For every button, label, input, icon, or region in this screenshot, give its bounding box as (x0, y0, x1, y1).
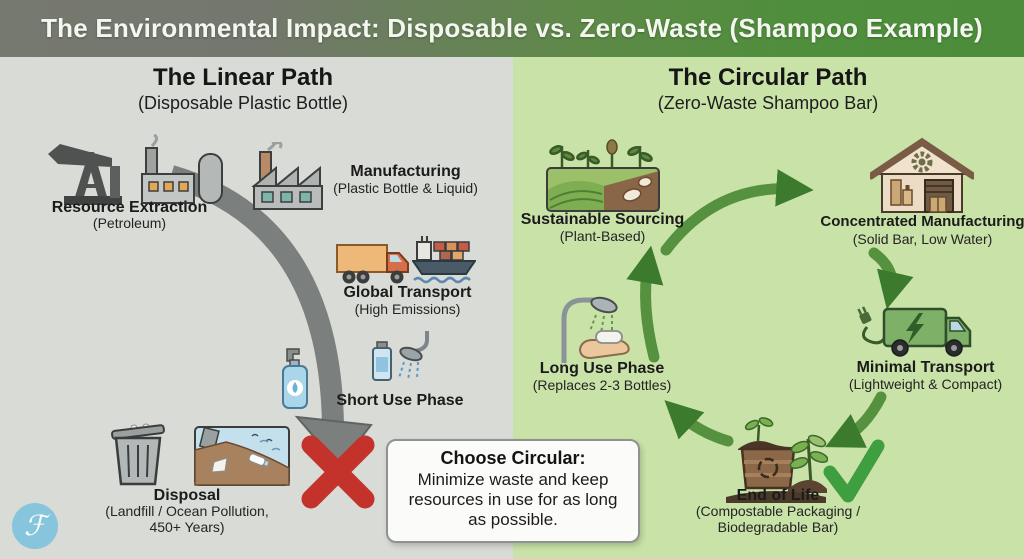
page-title: The Environmental Impact: Disposable vs.… (41, 13, 983, 43)
step-label-end-of-life: End of Life (736, 487, 820, 504)
step-label-resource-extraction: Resource Extraction (51, 199, 208, 216)
step-sublabel-concentrated-manufacturing: (Solid Bar, Low Water) (852, 231, 993, 247)
step-sublabel-disposal: (Landfill / Ocean Pollution, 450+ Years) (105, 503, 269, 535)
step-sublabel-sustainable-sourcing: (Plant-Based) (559, 228, 646, 244)
step-label-sustainable-sourcing: Sustainable Sourcing (520, 211, 685, 228)
step-label-disposal: Disposal (153, 487, 221, 504)
step-label-manufacturing: Manufacturing (350, 163, 461, 180)
step-label-global-transport: Global Transport (343, 284, 472, 301)
step-label-short-use-phase: Short Use Phase (336, 392, 464, 409)
callout-body: Minimize waste and keep resources in use… (408, 470, 618, 530)
step-label-concentrated-manufacturing: Concentrated Manufacturing (820, 213, 1024, 230)
step-sublabel-long-use-phase: (Replaces 2-3 Bottles) (532, 377, 672, 393)
step-sublabel-manufacturing: (Plastic Bottle & Liquid) (333, 180, 478, 196)
circular-path-title: The Circular Path (668, 64, 868, 91)
compost-bin-icon (726, 417, 828, 503)
step-label-long-use-phase: Long Use Phase (539, 360, 665, 377)
brand-logo-glyph: ℱ (23, 509, 46, 542)
linear-path-title: The Linear Path (152, 64, 334, 91)
step-sublabel-minimal-transport: (Lightweight & Compact) (848, 376, 1003, 392)
step-sublabel-end-of-life: (Compostable Packaging / Biodegradable B… (695, 503, 861, 535)
callout-title: Choose Circular: (440, 448, 586, 468)
cargo-truck-icon (336, 244, 409, 284)
step-label-minimal-transport: Minimal Transport (856, 359, 995, 376)
brand-logo: ℱ (12, 503, 58, 549)
ocean-pollution-icon (194, 426, 290, 486)
linear-path-subtitle: (Disposable Plastic Bottle) (137, 93, 349, 113)
header-banner: The Environmental Impact: Disposable vs.… (0, 0, 1024, 57)
trash-can-icon (111, 423, 165, 486)
bottle-shower-icon (372, 331, 429, 381)
crop-field-icon (546, 139, 660, 212)
workshop-house-icon (870, 137, 974, 213)
step-sublabel-global-transport: (High Emissions) (354, 301, 461, 317)
pump-bottle-icon (282, 348, 308, 409)
plant-icon (789, 434, 828, 486)
shower-soap-hand-icon (561, 296, 630, 363)
cargo-ship-icon (412, 236, 476, 284)
step-sublabel-resource-extraction: (Petroleum) (92, 215, 167, 231)
oil-pumpjack-icon (48, 144, 122, 205)
choose-circular-callout: Choose Circular: Minimize waste and keep… (386, 439, 640, 543)
refinery-icon (141, 134, 223, 204)
electric-van-icon (857, 306, 972, 357)
circular-path-subtitle: (Zero-Waste Shampoo Bar) (657, 93, 879, 113)
